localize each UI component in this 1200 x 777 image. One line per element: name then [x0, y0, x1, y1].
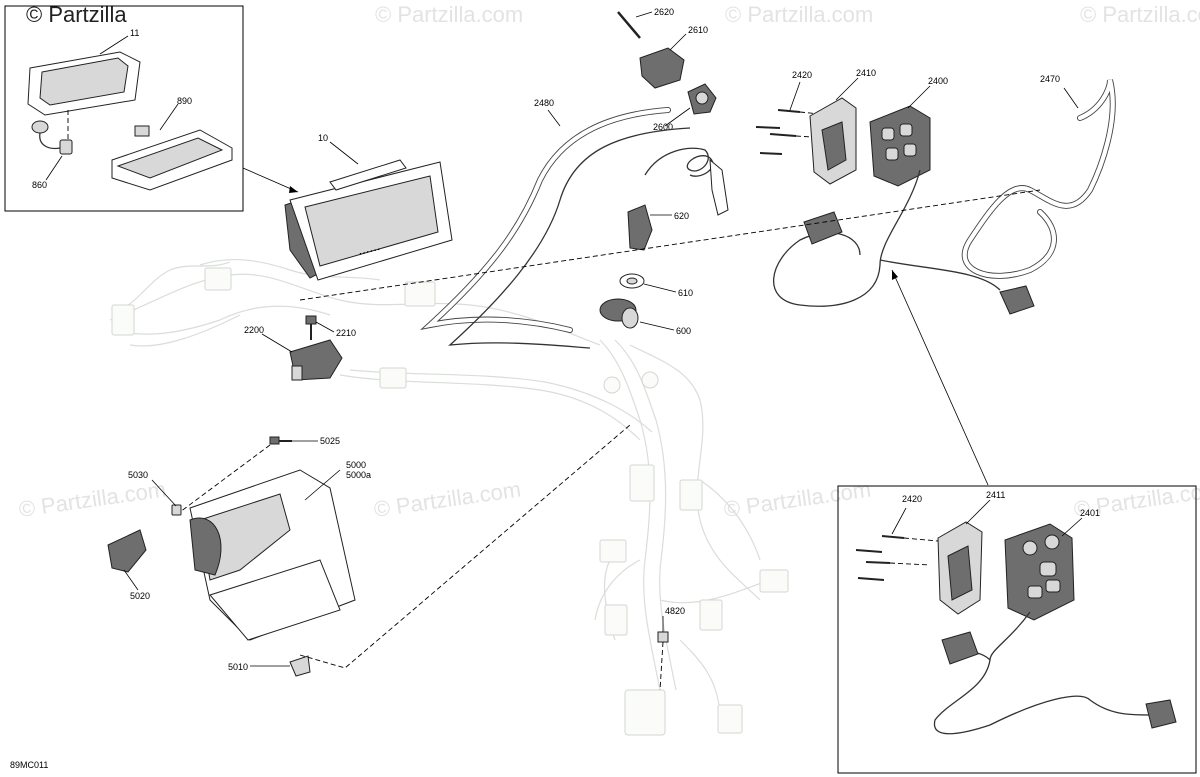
watermark: © Partzilla.com	[17, 477, 167, 522]
dashed-guide	[299, 189, 1041, 301]
hose-2470: 2470	[961, 74, 1116, 279]
screws-2420-bottom: 2420	[855, 494, 939, 581]
callout-label: 11	[130, 28, 139, 38]
callout-label: 10	[318, 133, 328, 143]
nut-4820: 4820	[657, 606, 685, 691]
watermark: © Partzilla.com	[1080, 2, 1200, 27]
callout-label: 2410	[856, 68, 876, 78]
main-wiring-harness-ghost	[109, 258, 789, 736]
callout-label: 2401	[1080, 508, 1100, 518]
hose-2480: 2480	[420, 98, 691, 349]
clip-5010: 5010	[228, 655, 311, 677]
callout-label: 4820	[665, 606, 685, 616]
callout-label: 5020	[130, 591, 150, 601]
sensor-2200: 2200	[244, 325, 343, 381]
callout-label: 860	[32, 180, 47, 190]
callout-label: 2600	[653, 122, 673, 132]
arrow-head	[892, 270, 898, 280]
inset-pointer-arrow	[891, 269, 989, 486]
bracket-5020: 5020	[107, 529, 150, 601]
watermark: © Partzilla.com	[372, 477, 522, 522]
watermark-layer: © Partzilla.com © Partzilla.com © Partzi…	[17, 2, 1200, 522]
arrow-head	[289, 186, 298, 193]
callout-label: 5025	[320, 436, 340, 446]
inset-pointer-arrow	[242, 167, 299, 193]
watermark: © Partzilla.com	[725, 2, 873, 27]
figure-id: 89MC011	[10, 760, 48, 770]
inset-box-cluster-options: 11 860 890	[4, 5, 244, 212]
svg-text:• • • • • •: • • • • • •	[359, 247, 381, 258]
callout-label: 2400	[928, 76, 948, 86]
watermark: © Partzilla.com	[722, 477, 872, 522]
housing-2411: 2411	[937, 490, 1005, 615]
nut-5030: 5030	[128, 470, 182, 516]
washer-610: 610	[619, 273, 693, 298]
bolt-5025: 5025	[269, 436, 340, 446]
ecm-5000: 5000 5000a	[189, 460, 371, 641]
callout-label: 2470	[1040, 74, 1060, 84]
callout-label: 5000	[346, 460, 366, 470]
callout-label: 5030	[128, 470, 148, 480]
callout-label: 2210	[336, 328, 356, 338]
callout-label: 2480	[534, 98, 554, 108]
inset-box-switch-option: 2420 2411 2401	[837, 485, 1197, 774]
callout-label: 2420	[792, 70, 812, 80]
housing-2410: 2410	[809, 68, 876, 185]
dashed-guide	[299, 424, 631, 669]
bracket-2610: 2610	[639, 25, 708, 89]
callout-label: 2411	[986, 490, 1005, 500]
watermark: © Partzilla.com	[375, 2, 523, 27]
callout-label: 620	[674, 211, 689, 221]
bolt-2620: 2620	[617, 7, 674, 39]
callout-label: 5010	[228, 662, 248, 672]
dashed-guide	[179, 444, 271, 513]
ignition-600: 600	[599, 298, 691, 336]
switch-2600: 2600	[653, 83, 717, 132]
display-unit-11: 11	[27, 28, 141, 116]
connector-860: 860	[31, 110, 73, 190]
callout-label: 5000a	[346, 470, 371, 480]
cover-890: 890	[111, 96, 233, 191]
callout-label: 2200	[244, 325, 264, 335]
harness-2401	[933, 611, 1177, 735]
callout-label: 2610	[688, 25, 708, 35]
switch-2400: 2400	[869, 76, 948, 187]
callout-label: 2420	[902, 494, 922, 504]
callout-label: 2620	[654, 7, 674, 17]
callout-label: 610	[678, 288, 693, 298]
callout-label: 600	[676, 326, 691, 336]
bolt-2210: 2210	[305, 315, 356, 340]
harness-2400	[772, 169, 1035, 315]
instrument-cluster-10: • • • • • • 10	[284, 133, 453, 281]
tether-cord-620: 620	[627, 147, 729, 251]
switch-2401: 2401	[1004, 508, 1100, 621]
callout-label: 890	[177, 96, 192, 106]
